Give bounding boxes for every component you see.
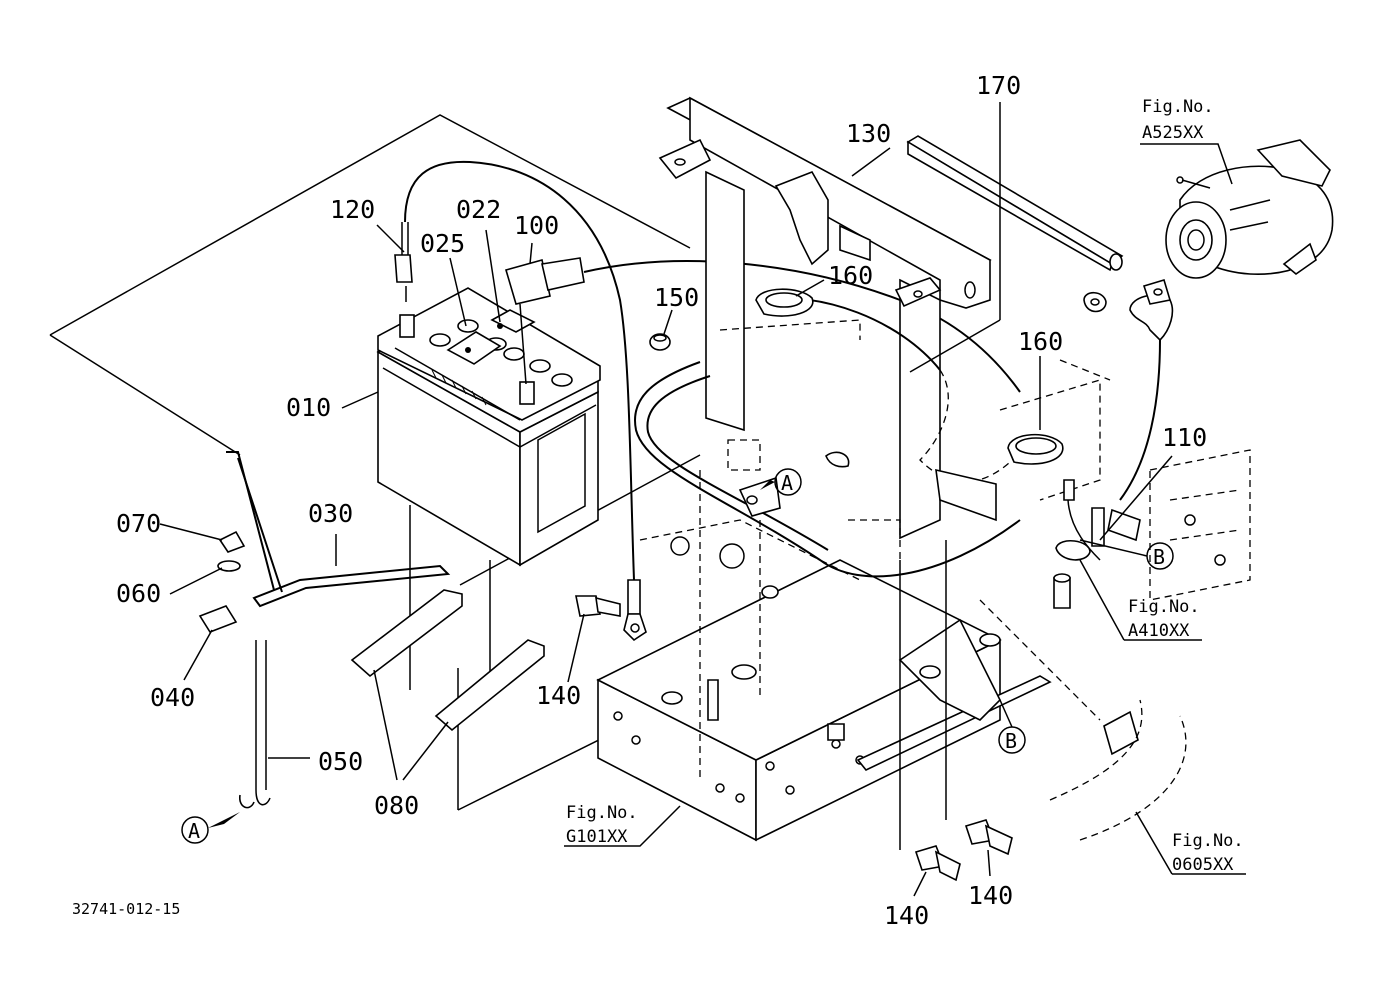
cable-110 — [1053, 449, 1251, 609]
label-160-upper: 160 — [828, 261, 873, 290]
fig-ref-hose-code: 0605XX — [1172, 855, 1234, 875]
label-170: 170 — [976, 71, 1021, 100]
callout-a-rod: A — [181, 812, 240, 844]
svg-text:A: A — [188, 819, 200, 843]
part-labels: 010 022 025 030 040 050 060 070 080 100 … — [116, 71, 1207, 930]
svg-text:A: A — [781, 471, 793, 495]
fig-ref-hose-title: Fig.No. — [1172, 831, 1244, 851]
label-100: 100 — [514, 211, 559, 240]
callout-a-tray: A — [760, 468, 802, 496]
battery-cables — [394, 160, 1021, 642]
callout-b-frame: B — [1079, 539, 1174, 570]
label-070: 070 — [116, 509, 161, 538]
battery — [376, 287, 601, 567]
label-110: 110 — [1162, 423, 1207, 452]
label-025: 025 — [420, 229, 465, 258]
fig-ref-starter-code: A525XX — [1142, 123, 1204, 143]
label-080: 080 — [374, 791, 419, 820]
fig-ref-starter-title: Fig.No. — [1142, 97, 1214, 117]
label-140-right: 140 — [968, 881, 1013, 910]
battery-bracket — [658, 96, 992, 540]
fig-ref-base-code: G101XX — [566, 827, 628, 847]
figure-references: Fig.No. A525XX Fig.No. A410XX Fig.No. G1… — [566, 97, 1244, 875]
label-030: 030 — [308, 499, 353, 528]
label-150: 150 — [654, 283, 699, 312]
bolts-140 — [575, 540, 1013, 882]
starter-motor — [1083, 139, 1334, 501]
label-130: 130 — [846, 119, 891, 148]
battery-tray — [634, 297, 1111, 578]
svg-text:B: B — [1153, 545, 1165, 569]
callout-markers: A A B B — [181, 468, 1174, 844]
callout-b-base: B — [998, 699, 1026, 754]
fig-ref-frame-code: A410XX — [1128, 621, 1190, 641]
label-120: 120 — [330, 195, 375, 224]
drawing-id: 32741-012-15 — [72, 900, 180, 918]
label-160-lower: 160 — [1018, 327, 1063, 356]
label-060: 060 — [116, 579, 161, 608]
svg-text:B: B — [1005, 729, 1017, 753]
rubber-pads — [649, 288, 1064, 465]
fig-ref-base-title: Fig.No. — [566, 803, 638, 823]
rubber-strip — [906, 135, 1124, 272]
label-140-bottom: 140 — [884, 901, 929, 930]
fig-ref-frame-title: Fig.No. — [1128, 597, 1200, 617]
label-050: 050 — [318, 747, 363, 776]
label-010: 010 — [286, 393, 331, 422]
label-022: 022 — [456, 195, 501, 224]
leader-lines — [159, 102, 1246, 897]
hold-down-parts — [198, 451, 545, 809]
label-140-left: 140 — [536, 681, 581, 710]
label-040: 040 — [150, 683, 195, 712]
